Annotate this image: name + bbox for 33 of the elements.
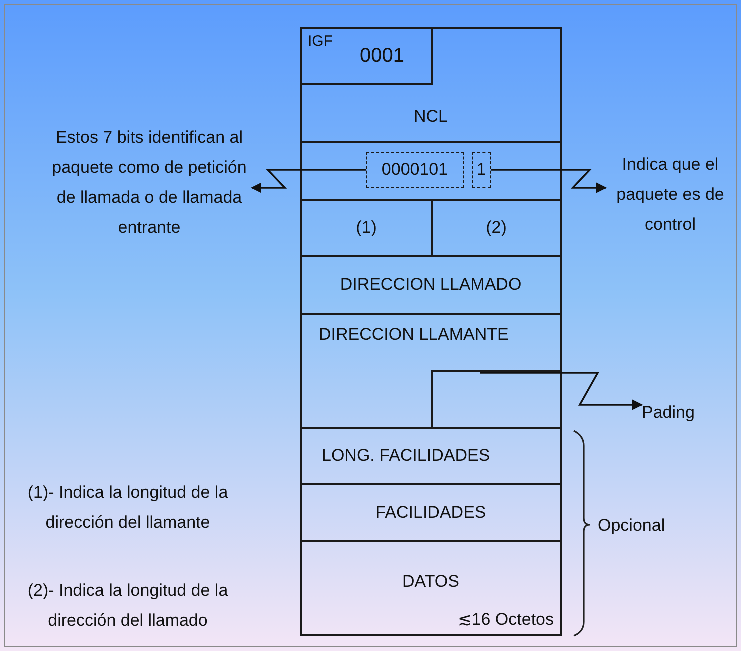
field-value: 0001 bbox=[360, 45, 404, 68]
packet-field bbox=[300, 483, 562, 542]
field-label: FACILIDADES bbox=[376, 502, 486, 522]
field-label: DATOS bbox=[402, 572, 460, 592]
annotation-text: Indica que el paquete es de control bbox=[616, 154, 726, 236]
bit-value: 0000101 bbox=[382, 160, 448, 180]
arrow bbox=[480, 372, 644, 410]
packet-field bbox=[431, 370, 562, 429]
packet-field bbox=[300, 27, 433, 85]
bit-group bbox=[472, 152, 491, 188]
field-label: DIRECCION LLAMANTE bbox=[319, 325, 509, 345]
field-label: DIRECCION LLAMADO bbox=[340, 275, 522, 295]
packet-field bbox=[300, 255, 562, 315]
packet-field bbox=[300, 313, 562, 429]
arrow bbox=[250, 169, 366, 194]
field-label: NCL bbox=[414, 107, 448, 127]
bit-value: 1 bbox=[476, 160, 486, 180]
footnote: (2)- Indica la longitud de la dirección del llamado bbox=[26, 580, 230, 632]
arrow bbox=[491, 169, 608, 194]
bracket-label: Opcional bbox=[598, 515, 666, 537]
bit-group bbox=[366, 152, 464, 188]
packet-field bbox=[300, 27, 562, 143]
packet-field bbox=[300, 540, 562, 636]
annotation-text: Estos 7 bits identifican al paquete como de petición de llamada o de llamada entrante bbox=[51, 126, 248, 238]
footnote: (1)- Indica la longitud de la dirección del llamante bbox=[26, 482, 230, 534]
field-label: IGF bbox=[308, 33, 333, 50]
size-note: ≲16 Octetos bbox=[458, 609, 554, 630]
packet-field bbox=[300, 141, 562, 201]
field-label: (2) bbox=[486, 218, 507, 238]
annotation-text: Pading bbox=[642, 402, 695, 424]
field-label: LONG. FACILIDADES bbox=[322, 446, 490, 466]
packet-field bbox=[300, 427, 562, 485]
field-label: (1) bbox=[356, 218, 377, 238]
